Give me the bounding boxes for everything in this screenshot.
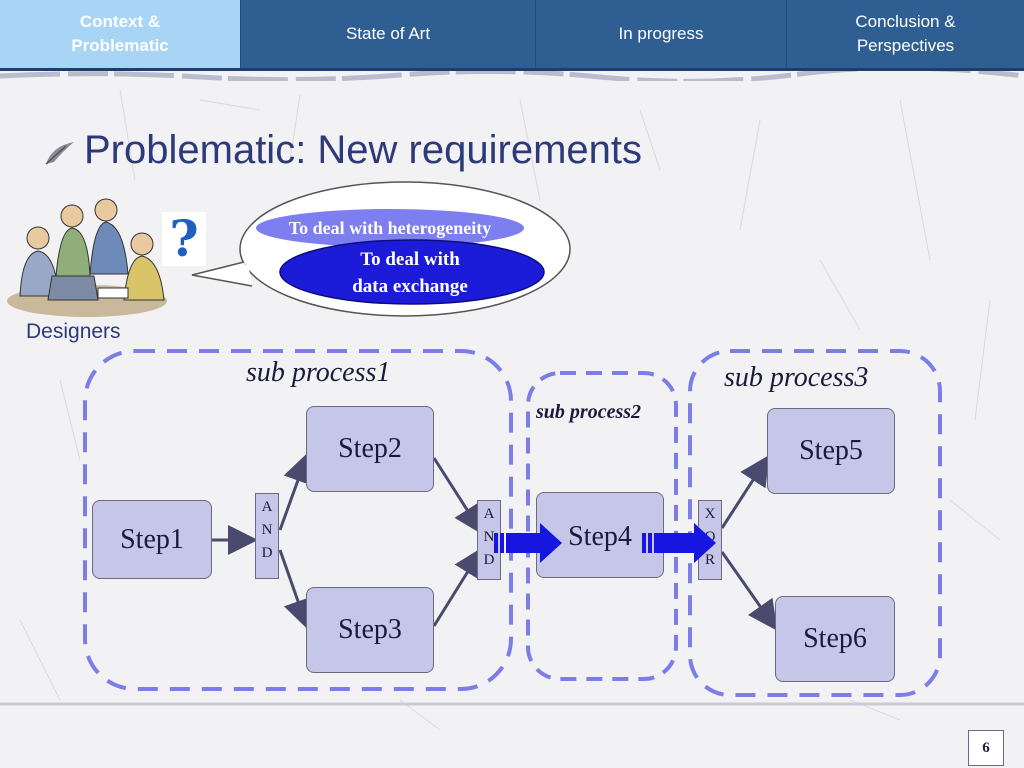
step4-box: Step4 <box>536 492 664 578</box>
subprocess3-border <box>688 349 942 697</box>
arrow-and-step3 <box>278 549 313 630</box>
tab-state-of-art[interactable]: State of Art <box>241 0 536 68</box>
tab-context-problematic[interactable]: Context & Problematic <box>0 0 241 68</box>
page-number: 6 <box>968 730 1004 766</box>
arrow-step3-and2 <box>432 546 484 627</box>
subprocess2-label: sub process2 <box>536 401 642 423</box>
and-gate-2-letter: A <box>483 506 495 522</box>
subprocess3-label: sub process3 <box>724 362 869 393</box>
decorative-brush-stroke <box>0 71 1024 81</box>
and-gate-1-letter: D <box>261 545 273 561</box>
arrow-xor-step5 <box>720 454 770 529</box>
top-navigation: Context & Problematic State of Art In pr… <box>0 0 1024 71</box>
arrow-and-step2 <box>278 452 312 531</box>
arrow-step2-and2 <box>432 457 484 536</box>
bubble-ellipse-heterogeneity <box>256 209 524 247</box>
designers-label: Designers <box>26 320 121 343</box>
step3-box: Step3 <box>306 587 434 673</box>
xor-gate-letter: O <box>704 529 716 545</box>
bubble-ellipse-data-exchange <box>279 239 545 305</box>
question-mark-icon: ? <box>162 212 206 266</box>
step2-box: Step2 <box>306 406 434 492</box>
designers-illustration <box>7 198 167 317</box>
subprocess1-label: sub process1 <box>246 357 391 388</box>
and-gate-1-letter: A <box>261 499 273 515</box>
bubble-text-heterogeneity: To deal with heterogeneity <box>288 218 492 238</box>
step6-box: Step6 <box>775 596 895 682</box>
slide-title: Problematic: New requirements <box>84 128 642 172</box>
and-gate-2-letter: D <box>483 552 495 568</box>
feather-bullet-icon <box>45 142 74 165</box>
and-gate-2: A N D <box>477 500 501 580</box>
tab-in-progress[interactable]: In progress <box>536 0 787 68</box>
xor-gate-letter: R <box>704 552 715 568</box>
subprocess1-border <box>83 349 513 691</box>
and-gate-2-letter: N <box>483 529 495 545</box>
arrow-xor-step6 <box>720 551 778 631</box>
step1-box: Step1 <box>92 500 212 579</box>
bubble-text-data-exchange: To deal with data exchange <box>352 249 468 297</box>
xor-gate-letter: X <box>704 506 716 522</box>
tab-conclusion-perspectives[interactable]: Conclusion & Perspectives <box>855 12 956 55</box>
xor-gate: X O R <box>698 500 722 580</box>
and-gate-1: A N D <box>255 493 279 579</box>
and-gate-1-letter: N <box>261 522 273 538</box>
step5-box: Step5 <box>767 408 895 494</box>
